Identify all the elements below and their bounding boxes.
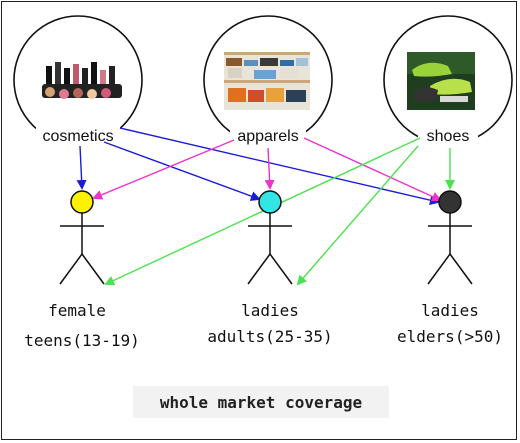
product-shoes: shoes xyxy=(383,15,513,146)
arrow-apparels-to-elders xyxy=(303,137,442,202)
arrow-apparels-to-teens xyxy=(92,139,235,200)
teens-label-line1: female xyxy=(48,301,106,320)
elders-head xyxy=(438,190,462,214)
figure-elders xyxy=(427,190,473,285)
arrow-shoes-to-adults xyxy=(296,145,419,286)
teens-label-line2: teens(13-19) xyxy=(24,331,140,350)
elders-label-line1: ladies xyxy=(421,301,479,320)
elders-label-line2: elders(>50) xyxy=(397,327,503,346)
adults-label-line2: adults(25-35) xyxy=(207,327,332,346)
cosmetics-label: cosmetics xyxy=(42,128,113,145)
shoes-label: shoes xyxy=(427,128,470,145)
arrow-cosmetics-to-adults xyxy=(103,141,261,201)
product-cosmetics: cosmetics xyxy=(13,15,143,146)
apparels-label: apparels xyxy=(237,128,298,145)
teens-head xyxy=(70,190,94,214)
product-apparels: apparels xyxy=(203,15,333,146)
adults-label-line1: ladies xyxy=(241,301,299,320)
figure-teens xyxy=(59,190,105,285)
caption: whole market coverage xyxy=(133,386,389,418)
arrow-apparels-to-adults xyxy=(264,147,275,190)
adults-head xyxy=(258,190,282,214)
cosmetics-photo xyxy=(42,62,122,99)
arrow-cosmetics-to-elders xyxy=(119,127,440,206)
arrow-cosmetics-to-teens xyxy=(76,145,87,190)
apparels-photo xyxy=(224,52,310,110)
shoes-photo xyxy=(407,52,475,110)
figure-adults xyxy=(247,190,293,285)
